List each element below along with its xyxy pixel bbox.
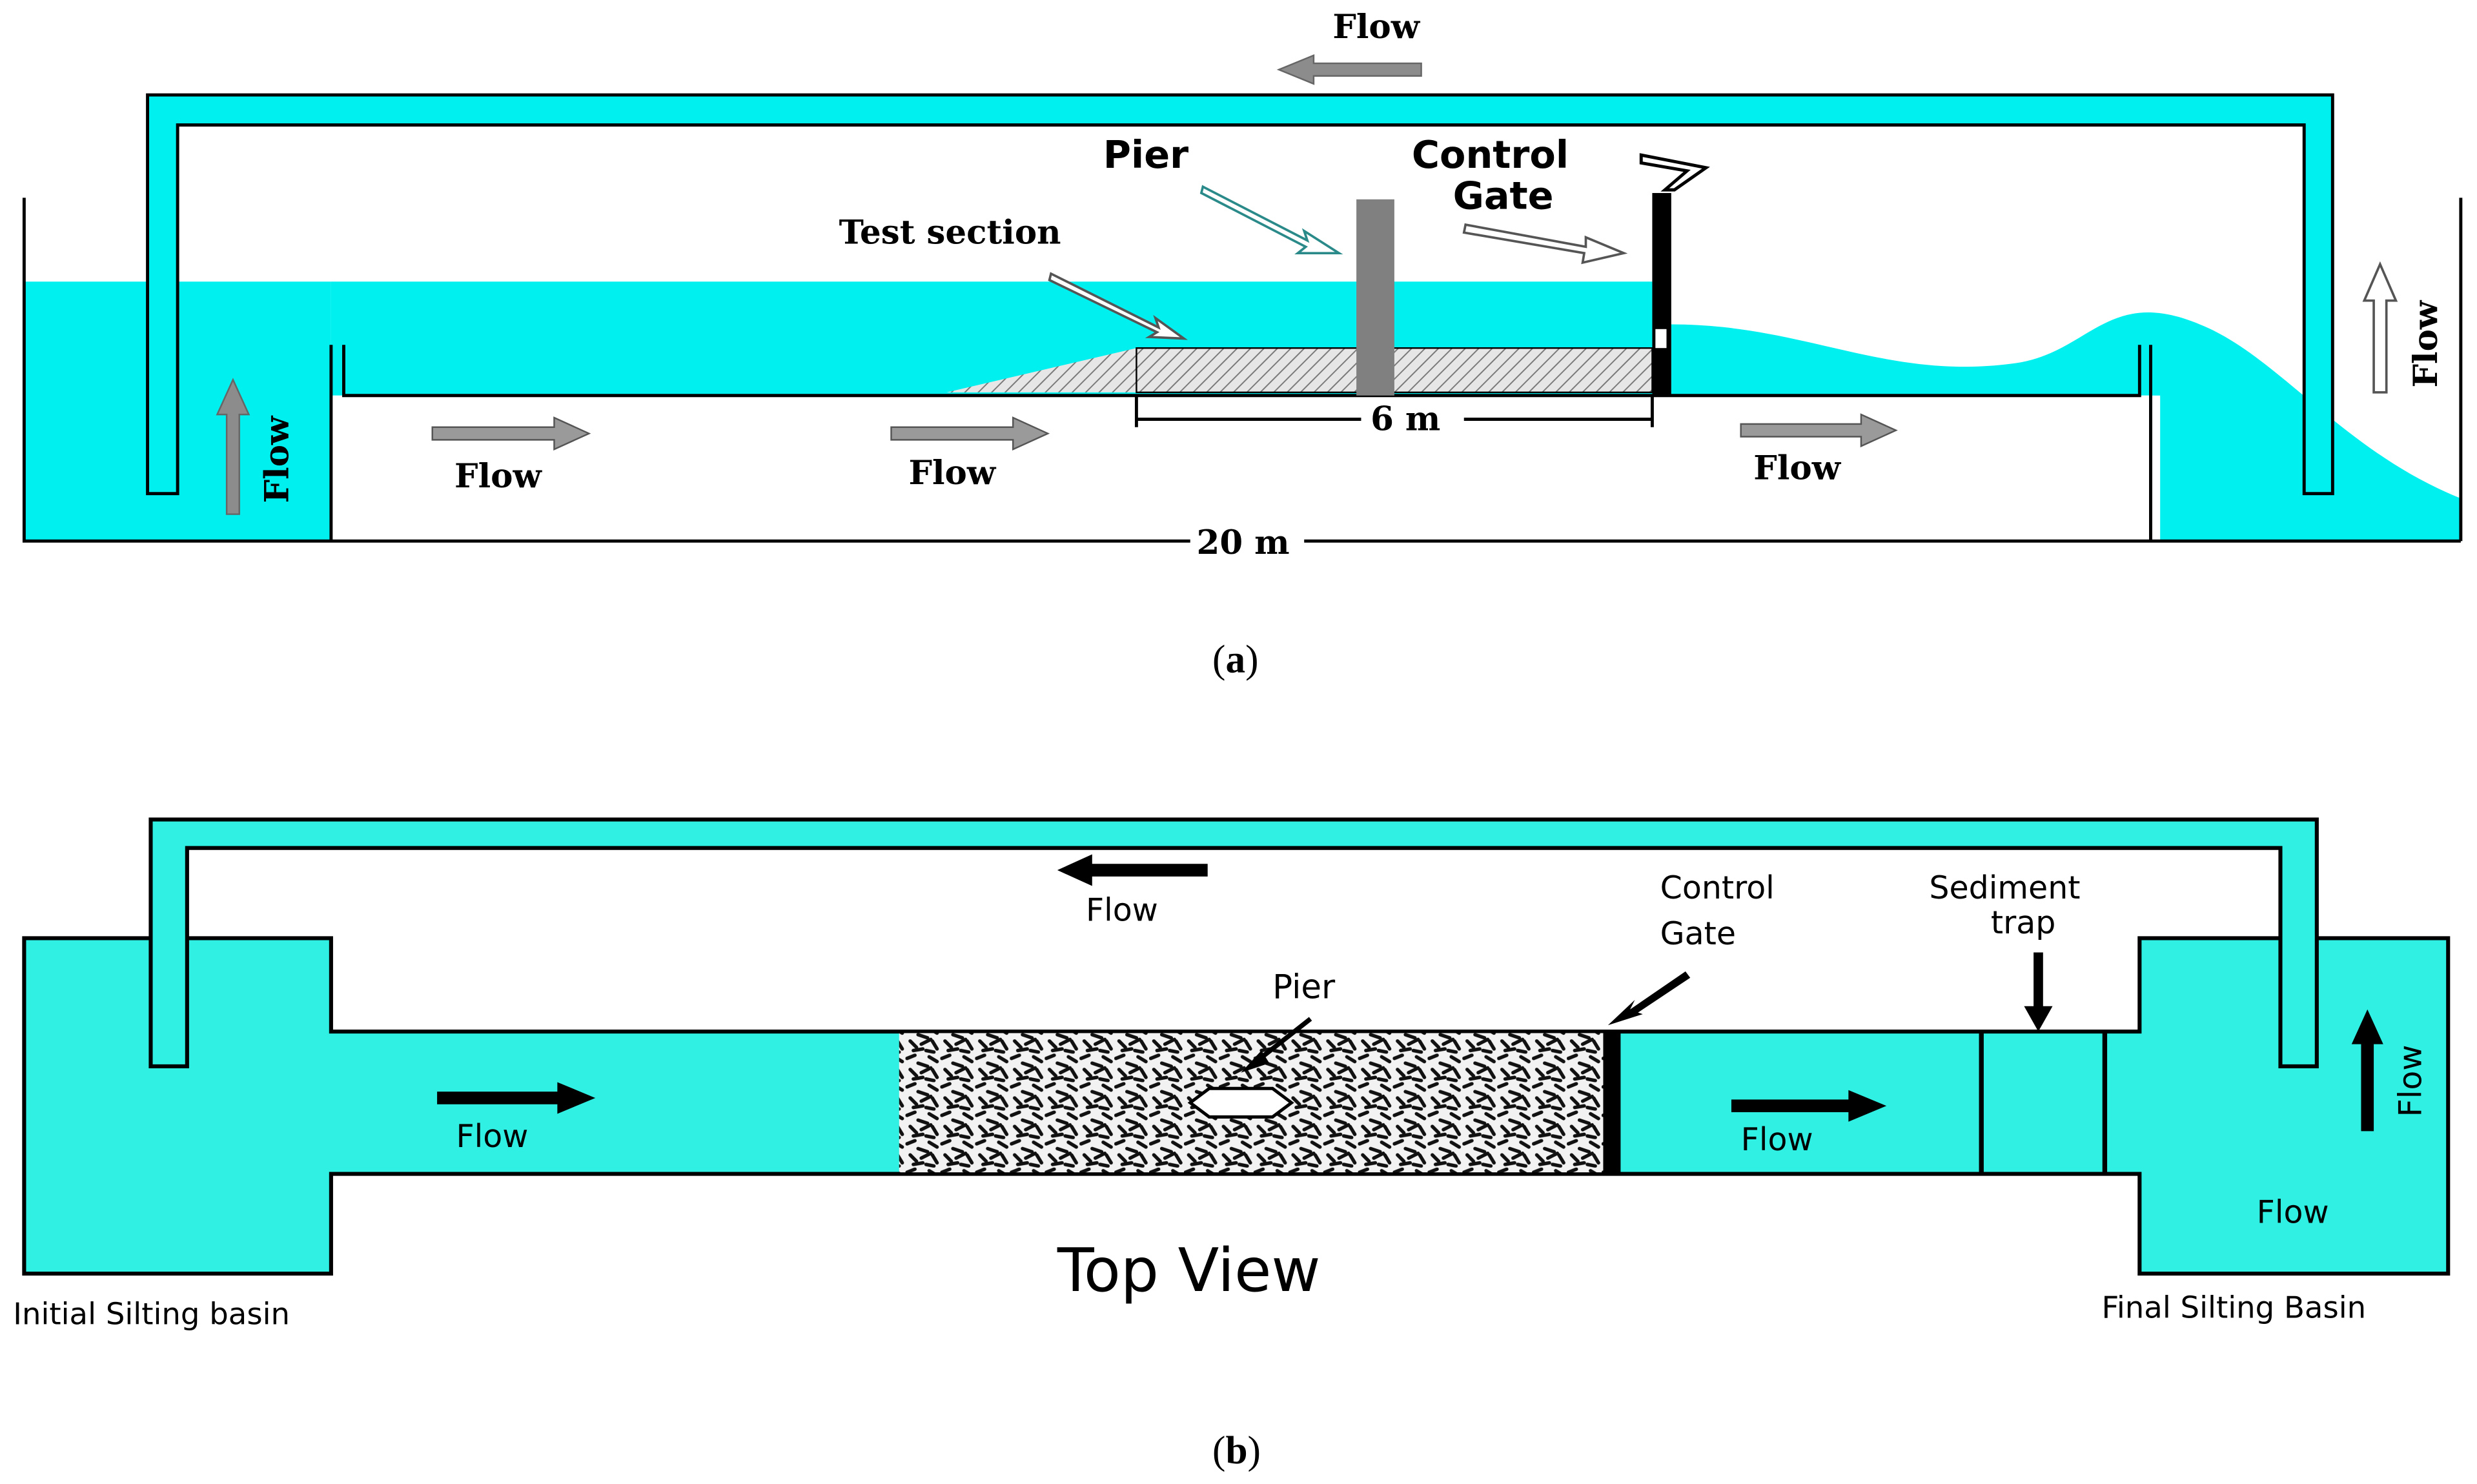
control-gate-label: Control	[1412, 132, 1569, 177]
control-gate-label: Gate	[1453, 174, 1554, 218]
dim-label-6m: 6 m	[1371, 400, 1440, 439]
top-control-gate	[1603, 1032, 1621, 1174]
pier-leader-line	[1256, 1017, 1312, 1062]
control-gate-label: Control	[1660, 869, 1775, 906]
flow-label-channel-left: Flow	[456, 1118, 529, 1155]
top-pier	[1187, 1086, 1294, 1119]
arrow-left-icon	[1057, 854, 1208, 886]
downstream-water	[1671, 312, 2461, 542]
control-gate	[1652, 193, 1671, 396]
dim-label-20m: 20 m	[1197, 523, 1290, 562]
flume-outline	[22, 198, 2463, 543]
arrow-pointer-icon	[1241, 1050, 1270, 1073]
sediment-trap-label: trap	[1991, 904, 2056, 941]
flow-label-channel: Flow	[1753, 449, 1841, 488]
arrow-right-icon	[890, 416, 1050, 451]
arrow-pointer-icon	[1462, 223, 1628, 265]
flow-label-top: Flow	[1332, 8, 1420, 46]
arrow-pointer-icon	[1607, 971, 1691, 1026]
arrow-right-icon	[431, 416, 591, 451]
arrow-pointer-icon	[1048, 272, 1188, 340]
pier-label: Pier	[1272, 968, 1336, 1007]
flow-label-final-vertical: Flow	[2392, 1045, 2429, 1117]
final-basin-label: Final Silting Basin	[2101, 1290, 2366, 1325]
gate-handle-icon	[1639, 153, 1710, 192]
arrow-right-icon	[437, 1082, 596, 1114]
arrow-right-icon	[1740, 413, 1898, 448]
channel-interior	[331, 395, 2151, 542]
arrow-up-icon	[216, 378, 250, 515]
return-pipe	[146, 93, 2334, 496]
control-gate-label: Gate	[1660, 915, 1736, 952]
top-view: Flow Flow Flow Flow Flow Pier Control Ga…	[13, 817, 2451, 1472]
arrow-up-icon	[2362, 261, 2398, 394]
arrow-pointer-icon	[1199, 185, 1343, 254]
arrow-up-icon	[2351, 1009, 2383, 1132]
arrow-right-icon	[1731, 1090, 1887, 1122]
flow-label-channel: Flow	[454, 457, 542, 496]
top-view-title: Top View	[1057, 1235, 1321, 1305]
top-return-pipe	[148, 817, 2319, 1069]
arrow-left-icon	[1276, 54, 1422, 85]
flow-label-channel-right: Flow	[1741, 1121, 1813, 1158]
caption-a: (a)	[1212, 638, 1258, 682]
arrow-down-icon	[2024, 952, 2053, 1032]
pier-label: Pier	[1103, 132, 1188, 177]
test-section-label: Test section	[839, 213, 1061, 252]
flow-label-return: Flow	[1086, 891, 1158, 928]
caption-b: (b)	[1212, 1428, 1261, 1472]
pier	[1356, 199, 1394, 396]
sediment-trap-label: Sediment	[1929, 869, 2080, 906]
flow-label-channel: Flow	[908, 454, 996, 493]
gate-opening	[1655, 329, 1667, 349]
side-view: Flow Flow Flow Flow Flow Flow Pier Contr…	[22, 8, 2463, 682]
flow-label-final-basin: Flow	[2257, 1194, 2329, 1231]
initial-basin-label: Initial Silting basin	[13, 1296, 290, 1331]
flow-label-right: Flow	[2407, 300, 2445, 387]
dim-label-bg	[1190, 522, 1305, 557]
flow-label-left: Flow	[258, 415, 297, 503]
